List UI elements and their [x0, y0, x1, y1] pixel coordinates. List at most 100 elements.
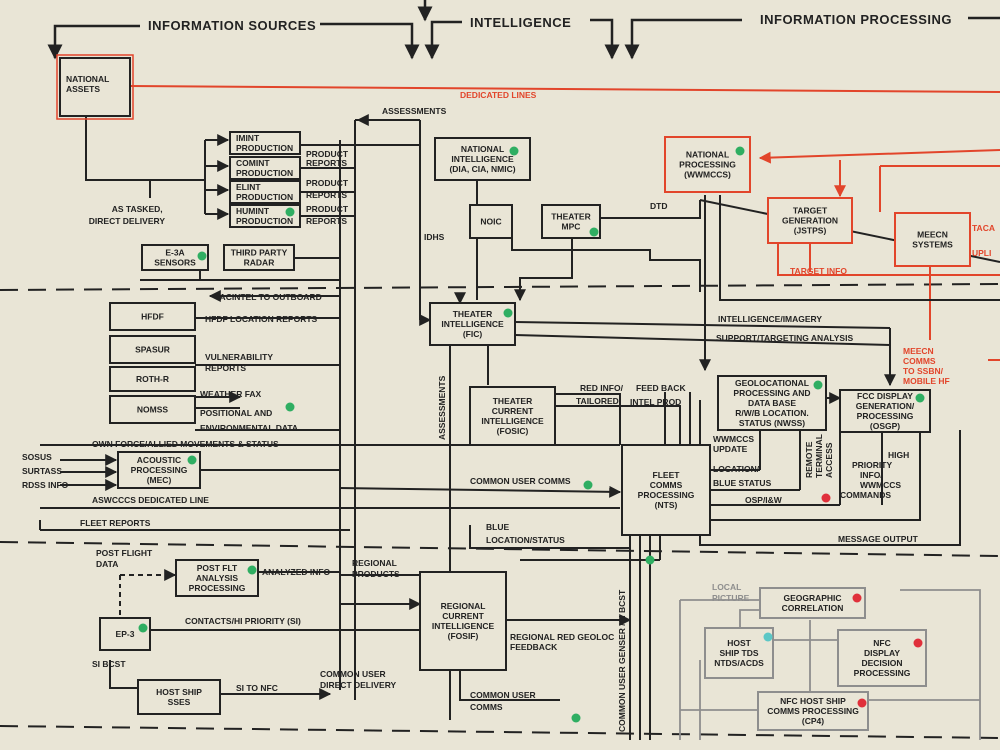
label-red-info: RED INFO/	[580, 383, 624, 393]
post-flt-dot	[247, 565, 257, 575]
label-product-reports-2: PRODUCT REPORTS	[306, 178, 350, 200]
label-regional-products: REGIONAL PRODUCTS	[352, 558, 400, 579]
label-target-info: TARGET INFO	[790, 266, 847, 276]
label-location-blue: LOCATION/ BLUE STATUS	[713, 464, 772, 488]
spasur-label: SPASUR	[135, 345, 170, 355]
common-user-comms-low-dot	[571, 713, 581, 723]
hfdf-label: HFDF	[141, 312, 164, 322]
fleet-comms-dot	[645, 555, 655, 565]
host-ship-tds-dot	[763, 632, 773, 642]
spasur-box: SPASUR	[109, 335, 196, 364]
acoustic-dot	[187, 455, 197, 465]
label-tacintel: TACINTEL TO OUTBOARD	[215, 292, 322, 302]
label-common-user-comms-low: COMMON USER COMMS	[470, 690, 538, 712]
label-positional: POSITIONAL AND ENVIRONMENTAL DATA	[200, 408, 298, 433]
header-intelligence: INTELLIGENCE	[470, 15, 571, 30]
remote-terminal-dot	[821, 493, 831, 503]
noic-label: NOIC	[480, 217, 501, 227]
nfc-display-dot	[913, 638, 923, 648]
label-local-picture: LOCAL PICTURE	[712, 582, 750, 603]
status-dots	[138, 146, 925, 723]
label-regional-red: REGIONAL RED GEOLOC FEEDBACK	[510, 632, 617, 652]
label-upli-fragment: UPLI	[972, 248, 991, 258]
e3a-dot	[197, 251, 207, 261]
label-weather-fax: WEATHER FAX	[200, 389, 262, 399]
theater-intel-dot	[503, 308, 513, 318]
roth-r-box: ROTH-R	[109, 366, 196, 392]
label-product-reports-1: PRODUCT REPORTS	[306, 149, 350, 168]
label-hfdf-reports: HFDF LOCATION REPORTS	[205, 314, 318, 324]
ep3-dot	[138, 623, 148, 633]
common-user-comms-dot	[583, 480, 593, 490]
nomss-box: NOMSS	[109, 395, 196, 424]
label-intel-prod: INTEL PROD	[630, 397, 681, 407]
label-tailored: TAILORED	[576, 396, 619, 406]
label-common-user-comms-mid: COMMON USER COMMS	[470, 476, 571, 486]
label-rdss: RDSS INFO	[22, 480, 69, 490]
label-fleet-reports: FLEET REPORTS	[80, 518, 151, 528]
geo-correlation-dot	[852, 593, 862, 603]
positional-dot	[285, 402, 295, 412]
fcc-display-dot	[915, 393, 925, 403]
red-dedicated-lines	[129, 85, 1000, 361]
header-information-processing: INFORMATION PROCESSING	[760, 12, 952, 27]
label-own-force: OWN FORCE/ALLIED MOVEMENTS & STATUS	[92, 439, 279, 449]
label-si-to-nfc: SI TO NFC	[236, 683, 278, 693]
roth-r-label: ROTH-R	[136, 374, 169, 384]
header-information-sources: INFORMATION SOURCES	[148, 18, 316, 33]
label-osp-iw: OSP/I&W	[745, 495, 783, 505]
label-dtd: DTD	[650, 201, 667, 211]
connector-lines	[39, 114, 1000, 740]
svg-text:TERMINAL: TERMINAL	[814, 434, 824, 478]
label-surtass: SURTASS	[22, 466, 62, 476]
ep3-label: EP-3	[116, 629, 135, 639]
geolocational-dot	[813, 380, 823, 390]
label-intelligence-imagery: INTELLIGENCE/IMAGERY	[718, 314, 822, 324]
humint-dot	[285, 207, 295, 217]
ep3-box: EP-3	[99, 617, 151, 651]
label-product-reports-3: PRODUCT REPORTS	[306, 204, 350, 226]
label-assessments-top: ASSESSMENTS	[382, 106, 447, 116]
label-idhs: IDHS	[424, 232, 445, 242]
faint-connectors	[679, 589, 981, 740]
label-aswcccs: ASWCCCS DEDICATED LINE	[92, 495, 209, 505]
label-meecn-comms: MEECN COMMS TO SSBN/ MOBILE HF	[903, 346, 950, 386]
label-vulnerability: VULNERABILITY REPORTS	[205, 352, 275, 373]
label-as-tasked: AS TASKED, DIRECT DELIVERY	[89, 204, 166, 226]
